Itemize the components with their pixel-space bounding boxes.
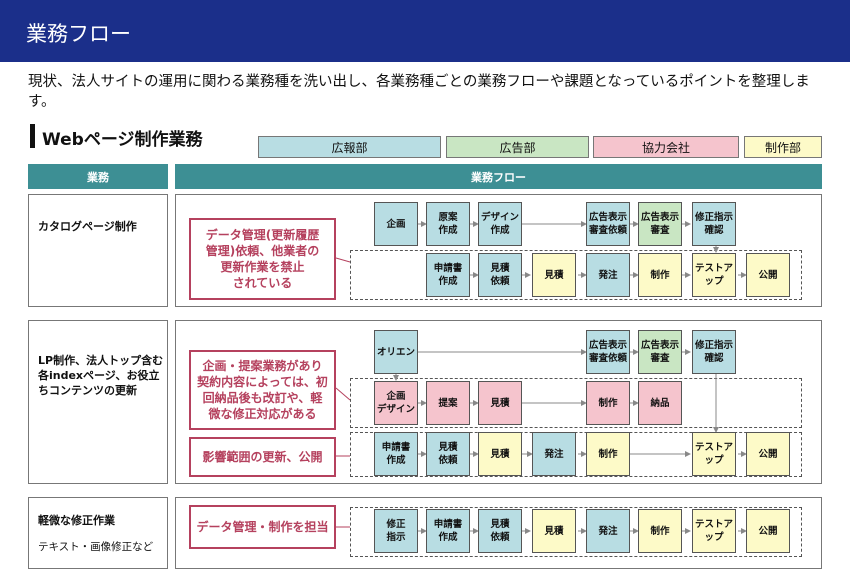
flow-step-hacchu: 発注 [532,432,576,476]
flow-step-kikaku: 企画 [374,202,418,246]
flow-step-seisaku: 制作 [638,253,682,297]
flow-step-shusei-kakunin: 修正指示 確認 [692,330,736,374]
flow-step-testup: テストアップ [692,509,736,553]
legend-item-kyoryoku: 協力会社 [593,136,739,158]
dashed-group [350,432,802,477]
flow-step-seisaku: 制作 [638,509,682,553]
flow-step-mitsumori: 見積 [532,509,576,553]
flow-step-genan: 原案 作成 [426,202,470,246]
column-header-flow: 業務フロー [175,164,822,189]
flow-step-mitsumori-irai: 見積 依頼 [478,253,522,297]
issue-note: 影響範囲の更新、公開 [189,437,336,477]
row-name: 軽微な修正作業 [38,514,115,527]
flow-step-seisaku: 制作 [586,432,630,476]
flow-step-hacchu: 発注 [586,253,630,297]
dashed-group [350,507,802,557]
page-title: 業務フロー [26,22,131,46]
row-sub: テキスト・画像修正など [38,541,154,553]
row-name: LP制作、法人トップ含む各indexページ、お役立ちコンテンツの更新 [38,354,164,397]
flow-step-seisaku: 制作 [586,381,630,425]
flow-step-kokai: 公開 [746,253,790,297]
column-header-task: 業務 [28,164,168,189]
flow-step-design: デザイン 作成 [478,202,522,246]
flow-step-mitsumori: 見積 [478,432,522,476]
flow-step-mitsumori: 見積 [532,253,576,297]
flow-step-shusei-kakunin: 修正指示 確認 [692,202,736,246]
flow-step-shinsa: 広告表示 審査 [638,330,682,374]
row-name: カタログページ制作 [38,220,137,233]
flow-step-nohin: 納品 [638,381,682,425]
flow-step-orien: オリエン [374,330,418,374]
header-bar: 業務フロー [0,0,850,62]
row-label-catalog: カタログページ制作 [28,194,168,307]
legend-item-koho: 広報部 [258,136,441,158]
issue-note: データ管理(更新履歴 管理)依頼、他業者の 更新作業を禁止 されている [189,218,336,300]
flow-step-shusei-shiji: 修正 指示 [374,509,418,553]
flow-step-mitsumori-irai: 見積 依頼 [426,432,470,476]
legend-item-seisaku: 制作部 [744,136,822,158]
flow-step-shinsa-irai: 広告表示 審査依頼 [586,330,630,374]
flow-step-hacchu: 発注 [586,509,630,553]
flow-step-shinseisho: 申請書 作成 [426,253,470,297]
flow-step-kokai: 公開 [746,432,790,476]
dashed-group [350,250,802,300]
flow-step-shinsa-irai: 広告表示 審査依頼 [586,202,630,246]
flow-step-teian: 提案 [426,381,470,425]
flow-step-mitsumori-irai: 見積 依頼 [478,509,522,553]
issue-note: データ管理・制作を担当 [189,505,336,549]
dashed-group [350,378,802,428]
row-label-lp: LP制作、法人トップ含む各indexページ、お役立ちコンテンツの更新 [28,320,168,484]
intro-text: 現状、法人サイトの運用に関わる業務種を洗い出し、各業務種ごとの業務フローや課題と… [28,74,810,110]
flow-step-shinseisho: 申請書 作成 [426,509,470,553]
flow-step-shinseisho: 申請書 作成 [374,432,418,476]
flow-step-testup: テストアップ [692,253,736,297]
flow-step-mitsumori: 見積 [478,381,522,425]
flow-step-shinsa: 広告表示 審査 [638,202,682,246]
flow-step-testup: テストアップ [692,432,736,476]
legend-item-kokoku: 広告部 [446,136,589,158]
flow-step-kikaku-design: 企画 デザイン [374,381,418,425]
section-marker [30,124,35,148]
row-label-minor: 軽微な修正作業 テキスト・画像修正など [28,497,168,569]
flow-step-kokai: 公開 [746,509,790,553]
issue-note: 企画・提案業務があり 契約内容によっては、初 回納品後も改訂や、軽 微な修正対応… [189,350,336,430]
section-title: Webページ制作業務 [42,130,203,150]
